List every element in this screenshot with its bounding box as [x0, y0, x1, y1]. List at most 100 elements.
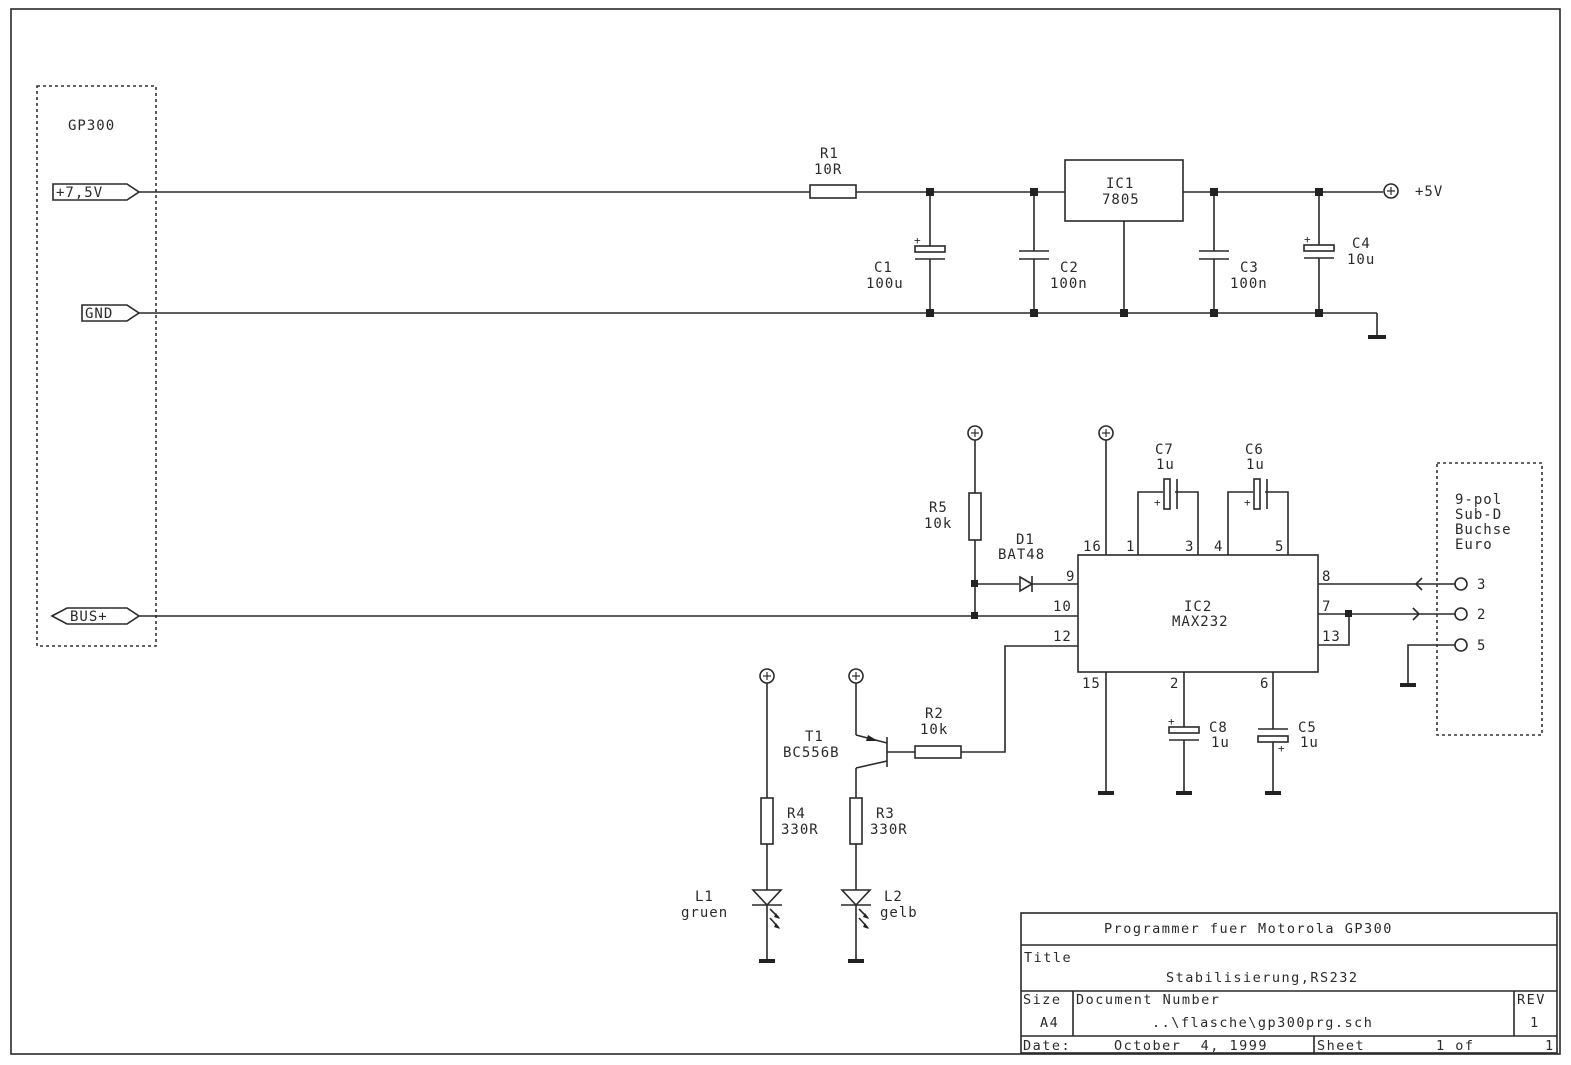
port-gnd-label: GND — [85, 306, 113, 322]
capacitor-c8[interactable] — [1168, 726, 1200, 741]
port-gnd-shape — [81, 304, 141, 322]
resistor-r1[interactable] — [809, 184, 857, 199]
vcc-symbol-t1 — [848, 668, 864, 684]
size-label: Size — [1023, 992, 1062, 1008]
date-value: October 4, 1999 — [1114, 1038, 1268, 1054]
gp300-block — [36, 85, 157, 647]
l2-ref: L2 — [884, 889, 903, 905]
pin-16: 16 — [1083, 539, 1102, 555]
pin-6: 6 — [1260, 676, 1269, 692]
resistor-r4[interactable] — [760, 797, 774, 845]
capacitor-c1[interactable] — [914, 192, 946, 313]
capacitor-c5[interactable] — [1257, 728, 1289, 743]
port-vin-shape — [52, 183, 141, 201]
resistor-r5[interactable] — [968, 492, 982, 541]
sheet-title: Stabilisierung,RS232 — [1166, 970, 1359, 986]
c1-ref: C1 — [874, 260, 893, 276]
c7-ref: C7 — [1155, 442, 1174, 458]
r4-ref: R4 — [787, 806, 806, 822]
ic1-regulator[interactable] — [1064, 159, 1184, 222]
c6-plus: + — [1244, 496, 1252, 509]
c5-ref: C5 — [1298, 720, 1317, 736]
c2-ref: C2 — [1060, 260, 1079, 276]
c8-value: 1u — [1211, 735, 1230, 751]
arrow-rx-icon — [1414, 577, 1423, 591]
pin-13: 13 — [1322, 629, 1341, 645]
sheet-number: 1 of — [1436, 1038, 1475, 1054]
subd-connector-block — [1436, 462, 1543, 736]
c1-value: 100u — [866, 276, 904, 292]
pin-circle-2 — [1454, 607, 1468, 621]
d1-ref: D1 — [1016, 532, 1035, 548]
c7-plus: + — [1154, 496, 1162, 509]
connector-pin-2: 2 — [1477, 607, 1486, 623]
capacitor-c2[interactable] — [1019, 192, 1049, 313]
led-l2[interactable] — [840, 889, 872, 929]
resistor-r2[interactable] — [914, 745, 962, 759]
r3-ref: R3 — [876, 806, 895, 822]
connector-pins — [1454, 577, 1468, 652]
l2-value: gelb — [880, 905, 918, 921]
transistor-t1[interactable] — [855, 734, 888, 769]
arrow-tx-icon — [1412, 607, 1421, 621]
c7-value: 1u — [1156, 457, 1175, 473]
junctions-rs232 — [971, 580, 1352, 619]
port-vin-label: +7,5V — [56, 185, 103, 201]
port-bus-label: BUS+ — [70, 609, 108, 625]
port-vin[interactable]: +7,5V — [52, 183, 141, 201]
subd-title-2: Sub-D — [1455, 507, 1502, 523]
connector-pin-5: 5 — [1477, 638, 1486, 654]
led-l1[interactable] — [751, 889, 783, 929]
c8-ref: C8 — [1209, 720, 1228, 736]
r5-value: 10k — [924, 516, 952, 532]
size-value: A4 — [1040, 1015, 1059, 1031]
date-label: Date: — [1023, 1038, 1071, 1054]
c3-value: 100n — [1230, 276, 1268, 292]
capacitor-c4[interactable] — [1303, 192, 1335, 313]
project-name: Programmer fuer Motorola GP300 — [1104, 921, 1393, 937]
port-bus[interactable]: BUS+ — [50, 607, 141, 625]
c3-ref: C3 — [1240, 260, 1259, 276]
r5-ref: R5 — [929, 500, 948, 516]
rev-label: REV — [1517, 992, 1546, 1008]
ic1-ref: IC1 — [1106, 176, 1134, 192]
ic2-max232[interactable] — [1077, 554, 1319, 673]
docnum-label: Document Number — [1076, 992, 1220, 1008]
resistor-r3[interactable] — [849, 797, 863, 845]
t1-value: BC556B — [783, 745, 840, 761]
c1-plus: + — [914, 234, 922, 247]
subd-title-1: 9-pol — [1455, 492, 1502, 508]
t1-ref: T1 — [805, 729, 824, 745]
pin-circle-5 — [1454, 638, 1468, 652]
pin-12: 12 — [1053, 629, 1072, 645]
vcc-symbol-ic2 — [1098, 425, 1114, 441]
c4-plus: + — [1304, 233, 1312, 246]
c4-value: 10u — [1347, 252, 1375, 268]
pin-7: 7 — [1322, 599, 1331, 615]
pin-10: 10 — [1053, 599, 1072, 615]
docnum-value: ..\flasche\gp300prg.sch — [1152, 1015, 1373, 1031]
sheet-border — [10, 8, 1561, 1055]
capacitor-c6[interactable] — [1253, 478, 1268, 510]
capacitor-c7[interactable] — [1163, 478, 1178, 510]
ic2-ref: IC2 — [1184, 599, 1212, 615]
c8-plus: + — [1168, 715, 1176, 728]
title-block — [1020, 912, 1558, 1054]
c6-ref: C6 — [1245, 442, 1264, 458]
c4-ref: C4 — [1352, 236, 1371, 252]
port-gnd[interactable]: GND — [81, 304, 141, 322]
sheet-label: Sheet — [1317, 1038, 1365, 1054]
pin-9: 9 — [1066, 569, 1075, 585]
diode-d1[interactable] — [1019, 575, 1034, 593]
rs232-wires — [139, 440, 1455, 792]
c5-plus: + — [1278, 742, 1286, 755]
capacitor-c3[interactable] — [1199, 192, 1229, 313]
vcc-symbol-r5 — [967, 425, 983, 441]
l1-value: gruen — [681, 905, 728, 921]
r2-ref: R2 — [925, 706, 944, 722]
pin-4: 4 — [1214, 539, 1223, 555]
pin-8: 8 — [1322, 569, 1331, 585]
c5-value: 1u — [1300, 735, 1319, 751]
title-label: Title — [1024, 950, 1072, 966]
